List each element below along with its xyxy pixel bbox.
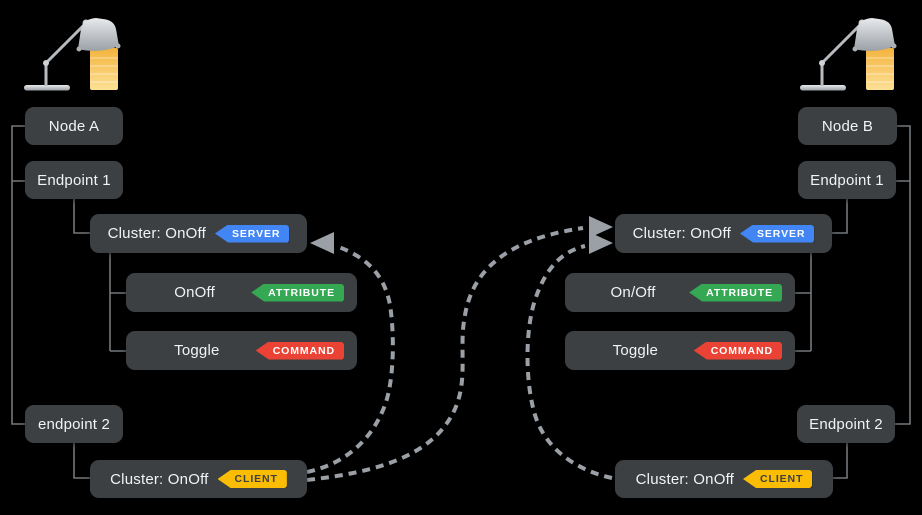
node-a-attribute-box: OnOff ATTRIBUTE <box>126 273 357 312</box>
lamp-joint <box>819 60 825 66</box>
node-b-endpoint2-label: Endpoint 2 <box>809 415 883 433</box>
node-a-label: Node A <box>48 117 100 135</box>
desk-lamp-icon-node-a <box>24 18 121 91</box>
lamp-base <box>800 85 846 91</box>
node-b-endpoint1-box: Endpoint 1 <box>798 161 896 199</box>
command-badge: COMMAND <box>255 341 344 360</box>
server-badge: SERVER <box>215 224 290 243</box>
node-a-client-cluster-box: Cluster: OnOff CLIENT <box>90 460 307 498</box>
node-b-endpoint2-box: Endpoint 2 <box>797 405 895 443</box>
node-a-box: Node A <box>25 107 123 145</box>
node-b-client-cluster-box: Cluster: OnOff CLIENT <box>615 460 833 498</box>
lamp-shade-rim <box>891 43 897 49</box>
arrowhead-into-b-server-lower <box>589 232 613 254</box>
node-b-command-box: Toggle COMMAND <box>565 331 795 370</box>
arrow-a-client-to-b-server <box>306 226 584 482</box>
tree-lines-node-a <box>11 125 126 479</box>
command-badge: COMMAND <box>693 341 782 360</box>
node-b-endpoint1-label: Endpoint 1 <box>810 171 884 189</box>
lamp-shade-rim <box>115 43 121 49</box>
node-a-server-cluster-label: Cluster: OnOff <box>107 225 206 242</box>
attribute-badge: ATTRIBUTE <box>251 283 344 302</box>
desk-lamp-icon-node-b <box>800 18 897 91</box>
node-a-endpoint1-box: Endpoint 1 <box>25 161 123 199</box>
arrow-b-client-to-b-server <box>525 244 613 480</box>
lamp-joint <box>43 60 49 66</box>
client-badge: CLIENT <box>217 470 287 488</box>
node-b-box: Node B <box>798 107 897 145</box>
tree-lines-node-b <box>795 125 911 479</box>
lamp-beam <box>90 48 118 90</box>
node-b-client-cluster-label: Cluster: OnOff <box>635 470 735 488</box>
lamp-shade-rim <box>76 46 82 52</box>
node-a-attribute-label: OnOff <box>174 284 215 301</box>
arrowhead-into-a-server <box>310 232 334 254</box>
attribute-badge: ATTRIBUTE <box>689 283 782 302</box>
node-a-server-cluster-box: Cluster: OnOff SERVER <box>90 214 307 253</box>
node-a-client-cluster-label: Cluster: OnOff <box>110 470 209 488</box>
lamp-beam <box>866 48 894 90</box>
node-b-label: Node B <box>821 117 874 135</box>
node-a-endpoint1-label: Endpoint 1 <box>37 171 111 189</box>
lamp-beam-stripes <box>90 57 118 83</box>
lamp-shade-rim <box>852 46 858 52</box>
node-b-command-label: Toggle <box>612 342 659 359</box>
lamp-shade <box>854 18 895 51</box>
node-a-command-box: Toggle COMMAND <box>126 331 357 370</box>
arrow-a-client-to-a-server <box>306 244 395 474</box>
node-a-endpoint2-label: endpoint 2 <box>37 415 111 433</box>
node-b-server-cluster-box: Cluster: OnOff SERVER <box>615 214 832 253</box>
node-a-endpoint2-box: endpoint 2 <box>25 405 123 443</box>
arrowhead-into-b-server-upper <box>589 216 613 238</box>
server-badge: SERVER <box>740 224 815 243</box>
lamp-shade <box>78 18 119 51</box>
lamp-beam-stripes <box>866 57 894 83</box>
client-badge: CLIENT <box>743 470 813 488</box>
node-b-server-cluster-label: Cluster: OnOff <box>632 225 731 242</box>
node-b-attribute-box: On/Off ATTRIBUTE <box>565 273 795 312</box>
node-b-attribute-label: On/Off <box>610 284 656 301</box>
lamp-base <box>24 85 70 91</box>
node-a-command-label: Toggle <box>174 342 220 359</box>
